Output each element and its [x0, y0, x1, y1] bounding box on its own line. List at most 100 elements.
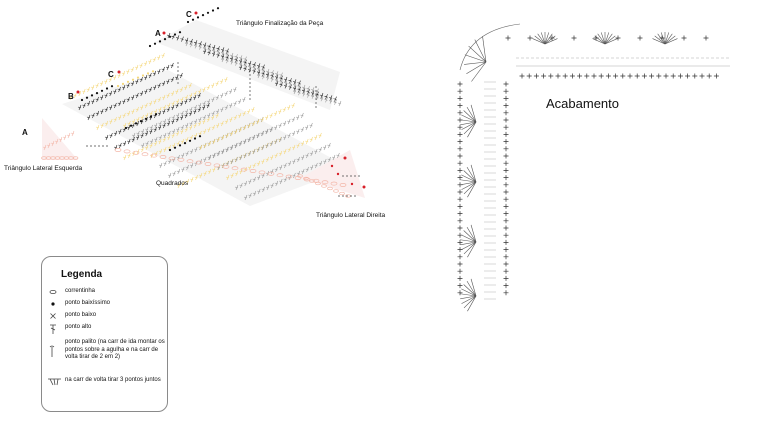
- single-crochet-mark: [703, 35, 709, 41]
- stitch-mark: [295, 114, 300, 121]
- single-crochet-mark: [457, 275, 463, 281]
- single-crochet-mark: [527, 35, 533, 41]
- stitch-mark: [215, 80, 219, 87]
- stitch-mark: [188, 124, 193, 131]
- stitch-mark: [122, 122, 127, 129]
- single-crochet-mark: [503, 103, 509, 109]
- stitch-mark: [202, 100, 206, 107]
- chain-loop: [150, 153, 158, 158]
- stitch-mark: [130, 94, 135, 101]
- stitch-mark: [229, 59, 234, 65]
- stitch-mark: [279, 78, 283, 85]
- fan-stitch: [467, 181, 477, 198]
- stitch-mark: [198, 116, 202, 123]
- stitch-mark: [91, 98, 95, 105]
- slip-stitch-dot: [183, 142, 187, 145]
- stitch-mark: [252, 65, 256, 71]
- stitch-mark: [184, 108, 189, 115]
- slip-stitch-dot: [105, 87, 109, 90]
- fan-stitch: [461, 114, 477, 123]
- stitch-mark: [270, 73, 274, 79]
- single-crochet-mark: [519, 73, 525, 79]
- slip-stitch-dot: [134, 122, 138, 125]
- stitch-mark: [197, 88, 202, 95]
- start-markers: [76, 11, 366, 189]
- stitch-mark: [225, 132, 229, 139]
- stitch-mark: [337, 100, 342, 107]
- single-crochet-mark: [503, 203, 509, 209]
- single-crochet-mark: [569, 73, 575, 79]
- stitch-mark: [233, 86, 237, 93]
- stitch-mark: [238, 58, 243, 64]
- stitch-mark: [206, 98, 211, 105]
- stitch-mark: [251, 134, 256, 141]
- finishing-label: Acabamento: [546, 96, 619, 111]
- stitch-mark: [297, 83, 301, 89]
- stitch-mark: [269, 154, 274, 161]
- stitch-mark: [270, 76, 274, 82]
- stitch-mark: [126, 68, 130, 75]
- single-crochet-mark: [457, 254, 463, 260]
- stitch-mark: [333, 96, 337, 102]
- legend-text-decrease: na carr de volta tirar 3 pontos juntos: [65, 377, 161, 383]
- stitch-mark: [171, 118, 175, 125]
- stitch-mark: [324, 94, 328, 100]
- stitch-mark: [238, 61, 243, 67]
- stitch-mark: [140, 142, 145, 149]
- fan-stitch: [460, 241, 477, 246]
- stitch-mark: [310, 87, 315, 93]
- stitch-mark: [149, 110, 153, 117]
- stitch-mark: [201, 104, 206, 111]
- stitch-mark: [91, 112, 95, 119]
- stitch-mark: [314, 148, 318, 155]
- stitch-mark: [261, 74, 265, 80]
- stitch-mark: [256, 66, 261, 72]
- chain-loop: [327, 186, 333, 191]
- stitch-mark: [274, 74, 279, 80]
- stitch-mark: [269, 126, 273, 133]
- stitch-mark: [144, 102, 148, 109]
- stitch-mark: [156, 54, 161, 61]
- stitch-mark: [171, 128, 176, 135]
- stitch-mark: [220, 50, 225, 56]
- stitch-mark: [100, 108, 104, 115]
- single-crochet-mark: [457, 268, 463, 274]
- stitch-mark: [118, 142, 122, 149]
- stitch-mark: [265, 184, 270, 191]
- stitch-mark: [292, 79, 297, 85]
- single-crochet-mark: [699, 73, 705, 79]
- stitch-mark: [139, 62, 143, 69]
- fan-stitch: [460, 179, 477, 183]
- fan-stitch: [463, 110, 477, 123]
- stitch-mark: [252, 62, 256, 68]
- stitch-mark: [234, 60, 238, 66]
- stitch-mark: [117, 114, 122, 121]
- slip-stitch-dot: [188, 139, 192, 142]
- fan-stitch: [467, 241, 477, 258]
- chain-loop: [303, 176, 309, 181]
- stitch-mark: [99, 80, 104, 87]
- stitch-mark: [144, 130, 149, 137]
- stitch-mark: [207, 154, 212, 161]
- single-crochet-mark: [620, 73, 626, 79]
- fan-stitch: [664, 33, 673, 45]
- single-crochet-mark: [457, 196, 463, 202]
- stitch-mark: [188, 92, 193, 99]
- single-crochet-mark: [555, 73, 561, 79]
- slip-stitch-dot: [90, 94, 94, 97]
- fan-stitch: [466, 226, 477, 243]
- stitch-mark: [215, 94, 219, 101]
- stitch-mark: [122, 98, 126, 105]
- stitch-mark: [163, 160, 167, 167]
- stitch-mark: [296, 142, 300, 149]
- stitch-mark: [234, 156, 238, 163]
- stitch-mark: [234, 142, 238, 149]
- stitch-mark: [166, 106, 170, 113]
- fan-stitch: [461, 288, 477, 297]
- stitch-mark: [216, 52, 220, 58]
- stitch-mark: [300, 126, 304, 133]
- chain-loop: [159, 155, 167, 159]
- chain-loop: [222, 164, 230, 169]
- stitch-mark: [207, 140, 212, 147]
- slip-stitch-dot: [158, 40, 162, 43]
